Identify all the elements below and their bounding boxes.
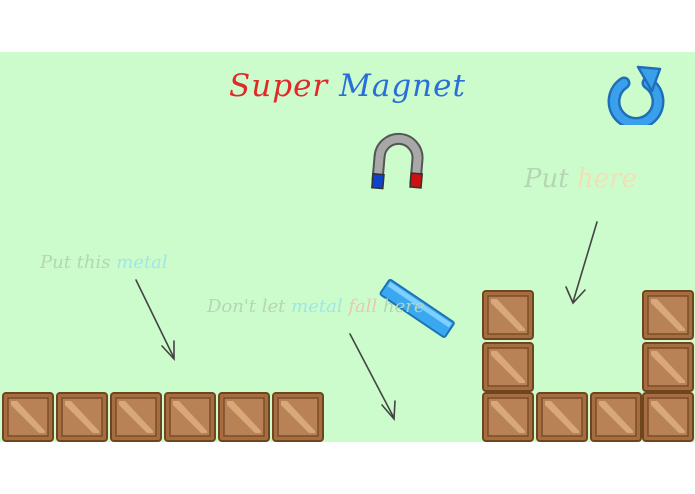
hint-put-word: Put xyxy=(524,164,569,194)
crate xyxy=(482,392,534,442)
crate xyxy=(2,392,54,442)
hint-here-word: here xyxy=(383,296,425,317)
restart-button[interactable] xyxy=(602,65,666,125)
metal-bar-shape xyxy=(379,278,455,338)
title-super: Super xyxy=(229,68,329,104)
hint-put-this-metal: Put this metal xyxy=(40,252,168,273)
crate xyxy=(642,392,694,442)
crate xyxy=(642,342,694,392)
hint-put-here: Put here xyxy=(524,164,637,194)
crate xyxy=(110,392,162,442)
restart-arrow-icon xyxy=(607,65,665,125)
crate xyxy=(590,392,642,442)
crate xyxy=(272,392,324,442)
crate xyxy=(164,392,216,442)
hint-dont-let: Don't let xyxy=(207,296,286,317)
crate xyxy=(482,290,534,340)
game-title: Super Magnet xyxy=(0,68,695,104)
crate xyxy=(536,392,588,442)
arrow-down-icon xyxy=(135,221,598,422)
crate xyxy=(642,290,694,340)
crate xyxy=(218,392,270,442)
hint-here-word-2: here xyxy=(576,164,637,194)
metal-bar[interactable] xyxy=(376,278,460,338)
crate xyxy=(56,392,108,442)
game-stage[interactable]: Super Magnet Put this metal Don't let me… xyxy=(0,52,695,442)
title-magnet: Magnet xyxy=(339,68,466,104)
hint-put-this: Put this xyxy=(40,252,111,273)
hint-metal-word: metal xyxy=(116,252,168,273)
hint-metal-word-2: metal xyxy=(291,296,343,317)
crate xyxy=(482,342,534,392)
horseshoe-magnet-icon xyxy=(371,132,424,190)
hint-dont-let-metal-fall: Don't let metal fall here xyxy=(207,296,425,317)
hint-fall-word: fall xyxy=(348,296,378,317)
magnet[interactable] xyxy=(364,124,436,200)
